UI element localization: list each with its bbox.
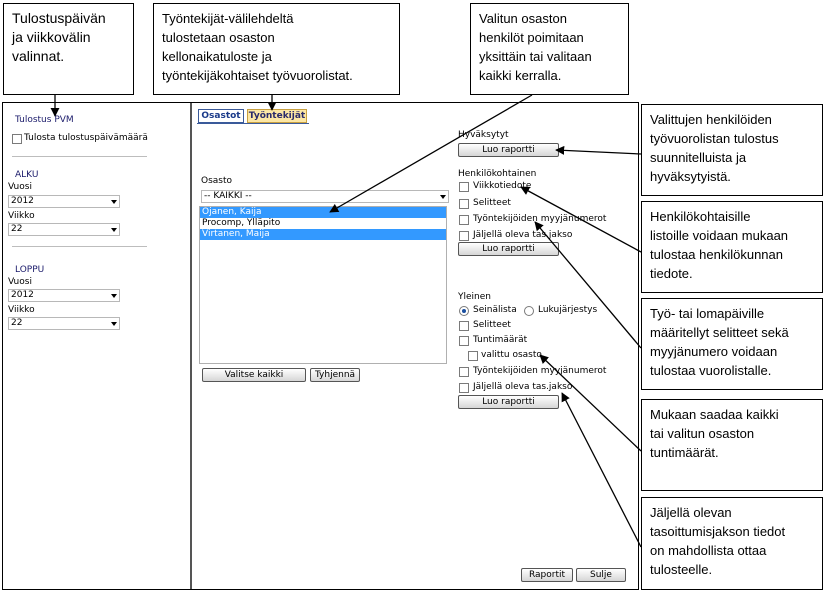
hours-checkbox[interactable] (459, 336, 469, 346)
clear-button[interactable]: Tyhjennä (310, 368, 360, 382)
end-year-label: Vuosi (8, 277, 32, 287)
start-week-label: Viikko (8, 211, 35, 221)
personal-heading: Henkilökohtainen (458, 169, 537, 179)
callout-employees-tab: Työntekijät-välilehdeltä tulostetaan osa… (153, 3, 400, 95)
general-create-report-button[interactable]: Luo raportti (458, 395, 559, 409)
personal-seller-numbers-checkbox[interactable] (459, 215, 469, 225)
tab-tyontekijat[interactable]: Työntekijät (247, 109, 307, 123)
selected-department-label: valittu osasto (481, 350, 542, 360)
personal-balancing-label: Jäljellä oleva tas.jakso (473, 230, 573, 240)
general-seller-numbers-checkbox[interactable] (459, 367, 469, 377)
chevron-down-icon (111, 294, 117, 298)
end-year-value: 2012 (11, 290, 34, 300)
end-heading: LOPPU (15, 265, 45, 275)
employee-list[interactable]: Ojanen, Kaija Procomp, Ylläpito Virtanen… (199, 206, 447, 364)
callout-balancing-period: Jäljellä olevan tasoittumisjakson tiedot… (641, 497, 823, 590)
print-date-heading: Tulostus PVM (15, 115, 74, 125)
end-week-value: 22 (11, 318, 23, 328)
personal-balancing-checkbox[interactable] (459, 231, 469, 241)
chevron-down-icon (111, 228, 117, 232)
list-item[interactable]: Procomp, Ylläpito (202, 218, 281, 228)
callout-bulletin: Henkilökohtaisille listoille voidaan muk… (641, 201, 823, 293)
callout-print-date: Tulostuspäivän ja viikkovälin valinnat. (3, 3, 134, 95)
list-item[interactable]: Ojanen, Kaija (200, 207, 446, 218)
callout-hours: Mukaan saadaa kaikki tai valitun osaston… (641, 399, 823, 491)
personal-explanations-checkbox[interactable] (459, 199, 469, 209)
callout-approved: Valittujen henkilöiden työvuorolistan tu… (641, 104, 823, 196)
general-balancing-label: Jäljellä oleva tas.jakso (473, 382, 573, 392)
general-explanations-checkbox[interactable] (459, 321, 469, 331)
list-item[interactable]: Virtanen, Maija (200, 229, 446, 240)
start-year-label: Vuosi (8, 182, 32, 192)
department-select[interactable]: -- KAIKKI -- (201, 190, 449, 203)
general-seller-numbers-label: Työntekijöiden myyjänumerot (473, 366, 607, 376)
callout-select-people: Valitun osaston henkilöt poimitaan yksit… (470, 3, 629, 95)
department-label: Osasto (201, 176, 233, 186)
panel-separator (190, 103, 192, 589)
start-year-select[interactable]: 2012 (8, 195, 120, 208)
end-year-select[interactable]: 2012 (8, 289, 120, 302)
chevron-down-icon (440, 195, 446, 199)
timetable-radio[interactable] (524, 306, 534, 316)
end-week-select[interactable]: 22 (8, 317, 120, 330)
approved-heading: Hyväksytyt (458, 130, 509, 140)
tab-underline (197, 123, 309, 124)
personal-seller-numbers-label: Työntekijöiden myyjänumerot (473, 214, 607, 224)
report-window: Tulostus PVM Tulosta tulostuspäivämäärä … (2, 102, 639, 590)
select-all-button[interactable]: Valitse kaikki (202, 368, 306, 382)
selected-department-checkbox[interactable] (468, 351, 478, 361)
chevron-down-icon (111, 322, 117, 326)
tab-osastot[interactable]: Osastot (198, 109, 244, 123)
reports-button[interactable]: Raportit (521, 568, 573, 582)
start-year-value: 2012 (11, 196, 34, 206)
wall-list-label: Seinälista (473, 305, 517, 315)
personal-create-report-button[interactable]: Luo raportti (458, 242, 559, 256)
chevron-down-icon (111, 200, 117, 204)
close-button[interactable]: Sulje (576, 568, 626, 582)
department-value: -- KAIKKI -- (204, 191, 252, 201)
general-balancing-checkbox[interactable] (459, 383, 469, 393)
callout-explanations: Työ- tai lomapäiville määritellyt selitt… (641, 298, 823, 390)
end-week-label: Viikko (8, 305, 35, 315)
wall-list-radio[interactable] (459, 306, 469, 316)
hours-label: Tuntimäärät (473, 335, 528, 345)
bulletin-checkbox[interactable] (459, 182, 469, 192)
print-date-checkbox-label: Tulosta tulostuspäivämäärä (24, 133, 148, 143)
divider (12, 156, 147, 157)
divider (12, 246, 147, 247)
bulletin-label: Viikkotiedote (473, 181, 532, 191)
approved-create-report-button[interactable]: Luo raportti (458, 143, 559, 157)
print-date-checkbox[interactable] (12, 134, 22, 144)
personal-explanations-label: Selitteet (473, 198, 511, 208)
start-week-value: 22 (11, 224, 23, 234)
timetable-label: Lukujärjestys (538, 305, 598, 315)
general-explanations-label: Selitteet (473, 320, 511, 330)
general-heading: Yleinen (458, 292, 491, 302)
start-week-select[interactable]: 22 (8, 223, 120, 236)
start-heading: ALKU (15, 170, 39, 180)
